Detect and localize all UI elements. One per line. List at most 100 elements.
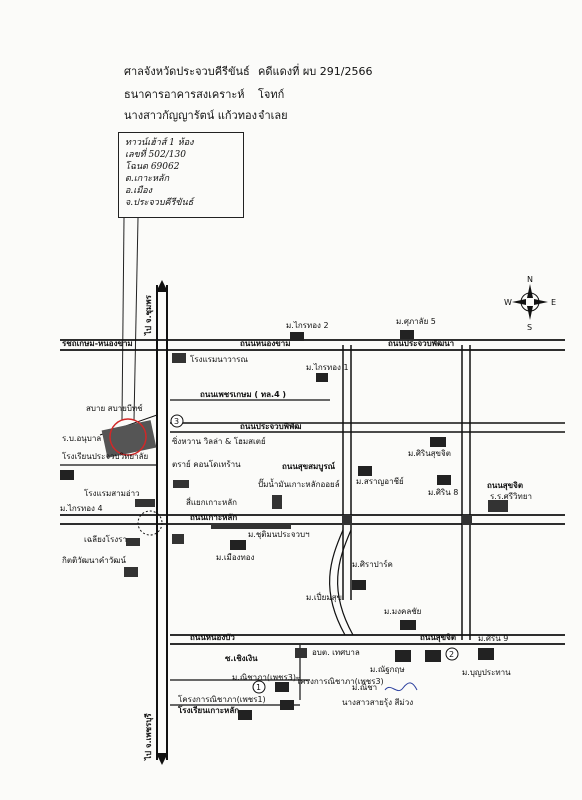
place-label: ม.เมืองทอง bbox=[216, 553, 255, 562]
house-icon bbox=[478, 648, 494, 660]
building-icon bbox=[172, 534, 184, 544]
place-label: ม.สราญอาชีย์ bbox=[356, 476, 404, 486]
place-label: ม.ศุภาลัย 5 bbox=[396, 317, 436, 326]
property-line: ทาวน์เฮ้าส์ 1 ห้อง bbox=[125, 138, 194, 148]
property-line: เลขที่ 502/130 bbox=[125, 150, 186, 160]
place-label: ม.มงคลชัย bbox=[384, 607, 421, 616]
property-line: อ.เมือง bbox=[125, 186, 153, 196]
house-icon bbox=[290, 332, 304, 341]
road-label: ถนนเพชรเกษม ( ทล.4 ) bbox=[200, 390, 286, 399]
place-label: ม.ณิชา bbox=[352, 683, 377, 692]
compass-s: S bbox=[527, 323, 532, 332]
road-label-south: ไป จ.เพชรบุรี bbox=[143, 713, 154, 761]
compass-icon bbox=[512, 284, 548, 320]
building-icon bbox=[124, 567, 138, 577]
signature-scribble bbox=[384, 682, 418, 692]
road-label: รชถเกษม-หนองขาม bbox=[62, 339, 133, 348]
place-label: ม.ไกรทอง 2 bbox=[286, 321, 329, 330]
intersection-mark bbox=[342, 515, 352, 525]
place-label: ม.ไกรทอง 1 bbox=[306, 363, 349, 372]
house-icon bbox=[230, 540, 246, 550]
place-label: ตราย์ คอนโดเทร้าน bbox=[172, 459, 241, 469]
house-icons bbox=[60, 330, 494, 720]
compass-n: N bbox=[527, 275, 533, 284]
road-curve bbox=[336, 529, 354, 636]
compass-e: E bbox=[551, 298, 556, 307]
road-label: โรงเรียนเกาะหลัก bbox=[177, 705, 239, 715]
marker-3-label: 3 bbox=[174, 417, 179, 426]
place-label: ม.ศิรินสุขจิต bbox=[408, 449, 451, 458]
road-label: ถนนประจวบพัฒนา bbox=[388, 339, 454, 348]
building-icon bbox=[126, 538, 140, 546]
house-icon bbox=[400, 330, 414, 339]
building-icon bbox=[295, 648, 307, 658]
place-label: อบต. เทศบาล bbox=[312, 648, 360, 657]
house-icon bbox=[395, 650, 411, 662]
road-label: ถนนสุขสมบูรณ์ bbox=[282, 461, 336, 472]
place-label: ซิ่งหวาน วิลล่า & โฮมสเตย์ bbox=[172, 435, 266, 446]
place-label: ม.ณัฐกฤษ bbox=[370, 665, 405, 674]
defendant-role: จำเลย bbox=[258, 109, 288, 122]
place-label: กิตติวัฒนาคำวัฒน์ bbox=[62, 555, 127, 565]
marker-3-icon bbox=[170, 414, 184, 428]
house-icon bbox=[352, 580, 366, 590]
place-label: ปั๊มน้ำมันเกาะหลักออยล์ bbox=[258, 478, 340, 489]
road-label: ถนนเกาะหลัก bbox=[190, 513, 237, 522]
place-label: ม.เปี่ยมสุข bbox=[306, 591, 342, 602]
place-label: โรงเรียนประจวบวิทยาลัย bbox=[62, 451, 148, 461]
house-icon bbox=[430, 437, 446, 447]
road-label: ถนนหนองขาม bbox=[240, 339, 290, 348]
marker-1-label: 1 bbox=[256, 683, 261, 692]
signature-name: นางสาวสายรุ้ง สีม่วง bbox=[342, 698, 413, 707]
property-info-box: ทาวน์เฮ้าส์ 1 ห้อง เลขที่ 502/130 โฉนด 6… bbox=[118, 132, 244, 218]
building-icon bbox=[173, 480, 189, 488]
road-label: ถนนหนองบัว bbox=[190, 633, 235, 642]
place-label: โครงการณิชาภา(เพชร3) bbox=[296, 676, 384, 686]
place-label: ม.ชุติมนประจวบฯ bbox=[248, 530, 310, 539]
property-line: โฉนด 69062 bbox=[125, 162, 180, 172]
subject-property-circle bbox=[109, 418, 147, 456]
building-icon bbox=[272, 495, 282, 509]
building-icon bbox=[488, 500, 508, 512]
place-label: สี่แยกเกาะหลัก bbox=[186, 496, 237, 507]
place-label: ม.บุญประทาน bbox=[462, 668, 511, 677]
place-label: สบาย สบายบีทช์ bbox=[86, 403, 143, 413]
intersection-circle bbox=[137, 510, 163, 536]
place-label: โรงแรมสามอ่าว bbox=[84, 488, 140, 498]
place-label: ม.ณิชาภา(เพชร3) bbox=[232, 673, 296, 682]
compass-w: W bbox=[504, 298, 512, 307]
house-icon bbox=[280, 700, 294, 710]
arrow-down-icon bbox=[156, 753, 168, 765]
place-label: ม.ไกรทอง 4 bbox=[60, 504, 103, 513]
house-icon bbox=[60, 470, 74, 480]
leader-line bbox=[121, 217, 125, 421]
place-label: โครงการณิชาภา(เพชร1) bbox=[178, 694, 266, 704]
building-icon bbox=[172, 353, 186, 363]
house-icon bbox=[238, 710, 252, 720]
place-label: เฉลียงโรงรา bbox=[84, 534, 127, 544]
property-line: จ.ประจวบคีรีขันธ์ bbox=[125, 198, 194, 208]
plaintiff-name: ธนาคารอาคารสงเคราะห์ bbox=[124, 88, 245, 101]
house-icon bbox=[358, 466, 372, 476]
road-label-north: ไป จ.ชุมพร bbox=[143, 294, 154, 336]
intersection-mark bbox=[462, 515, 472, 525]
place-label: ร.บ.อนุบาล bbox=[62, 434, 101, 443]
house-icon bbox=[400, 620, 416, 630]
leader-line bbox=[133, 217, 139, 421]
house-icon bbox=[425, 650, 441, 662]
place-label: ม.ศิราปาร์ค bbox=[352, 559, 393, 569]
arrow-up-icon bbox=[156, 280, 168, 292]
place-label: ม.ศิริน 9 bbox=[478, 634, 508, 643]
place-label: ม.ศิริน 8 bbox=[428, 488, 458, 497]
building-row-icon bbox=[211, 523, 291, 529]
place-label: โรงแรมนาวารณ bbox=[190, 354, 248, 364]
building-icons bbox=[124, 353, 508, 658]
defendant-name: นางสาวกัญญารัตน์ แก้วทอง bbox=[124, 109, 257, 122]
plaintiff-role: โจทก์ bbox=[258, 88, 285, 101]
house-icon bbox=[316, 373, 328, 382]
marker-2-label: 2 bbox=[449, 650, 454, 659]
marker-2-icon bbox=[445, 647, 459, 661]
case-number: คดีแดงที่ ผบ 291/2566 bbox=[258, 65, 373, 78]
road-curve bbox=[328, 529, 346, 636]
